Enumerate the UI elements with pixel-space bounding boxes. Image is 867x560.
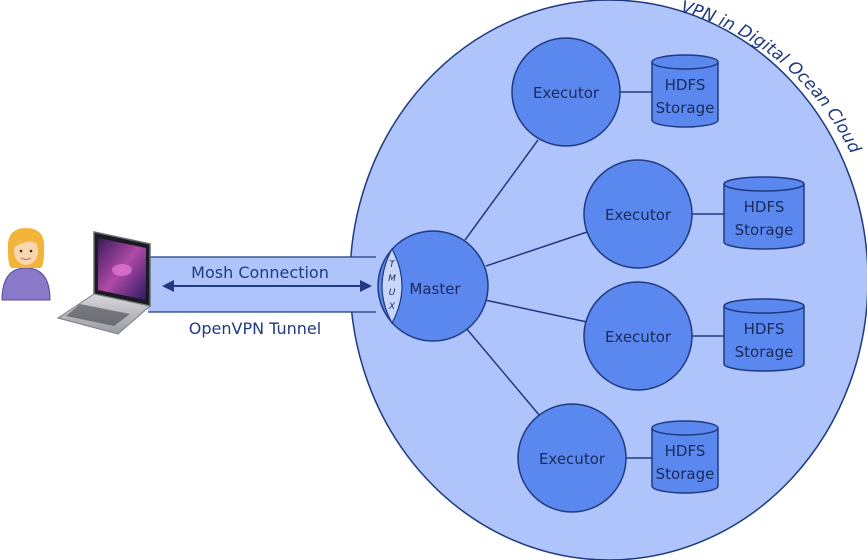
executor-circle <box>583 159 693 269</box>
executor-circle <box>511 37 621 147</box>
storage-label-line2: Storage <box>735 221 794 239</box>
link-master-executor-3 <box>484 299 588 323</box>
master-circle <box>377 230 489 342</box>
hdfs-storage-4: HDFS Storage <box>651 420 719 494</box>
mosh-connection-label: Mosh Connection <box>191 263 329 282</box>
storage-label-line2: Storage <box>656 99 715 117</box>
storage-label-line2: Storage <box>735 343 794 361</box>
storage-cylinder-body <box>651 62 719 128</box>
storage-cylinder-top <box>723 176 805 192</box>
storage-cylinder-top <box>651 420 719 436</box>
executor-node-3: Executor <box>583 281 693 391</box>
laptop-icon <box>56 231 152 335</box>
mosh-arrow-left-head <box>162 280 174 292</box>
executor-label: Executor <box>605 206 672 224</box>
master-label: Master <box>409 280 461 298</box>
link-master-executor-2 <box>485 231 588 267</box>
storage-label-line1: HDFS <box>744 198 785 216</box>
storage-label-line1: HDFS <box>744 320 785 338</box>
tmux-letter-m: M <box>388 274 396 284</box>
master-node: T M U X Master <box>377 230 489 342</box>
executor-circle <box>583 281 693 391</box>
executor-circle <box>517 403 627 513</box>
tmux-letter-t: T <box>389 260 396 270</box>
link-master-executor-1 <box>464 139 539 241</box>
openvpn-tunnel-label: OpenVPN Tunnel <box>189 319 321 338</box>
storage-cylinder-body <box>651 428 719 494</box>
link-master-executor-4 <box>465 327 541 417</box>
storage-label-line1: HDFS <box>665 76 706 94</box>
executor-node-4: Executor <box>517 403 627 513</box>
storage-cylinder-top <box>723 298 805 314</box>
hdfs-storage-2: HDFS Storage <box>723 176 805 250</box>
hdfs-storage-1: HDFS Storage <box>651 54 719 128</box>
executor-label: Executor <box>533 84 600 102</box>
storage-label-line2: Storage <box>656 465 715 483</box>
tmux-letter-u: U <box>389 288 396 298</box>
executor-node-1: Executor <box>511 37 621 147</box>
hdfs-storage-3: HDFS Storage <box>723 298 805 372</box>
storage-cylinder-body <box>723 306 805 372</box>
executor-label: Executor <box>539 450 606 468</box>
mosh-arrow-right-head <box>360 280 372 292</box>
storage-label-line1: HDFS <box>665 442 706 460</box>
tmux-crescent <box>381 247 403 325</box>
executor-node-2: Executor <box>583 159 693 269</box>
openvpn-tunnel <box>148 257 376 312</box>
executor-label: Executor <box>605 328 672 346</box>
user-avatar-icon <box>1 228 51 301</box>
storage-cylinder-top <box>651 54 719 70</box>
tmux-letter-x: X <box>388 302 396 312</box>
storage-cylinder-body <box>723 184 805 250</box>
